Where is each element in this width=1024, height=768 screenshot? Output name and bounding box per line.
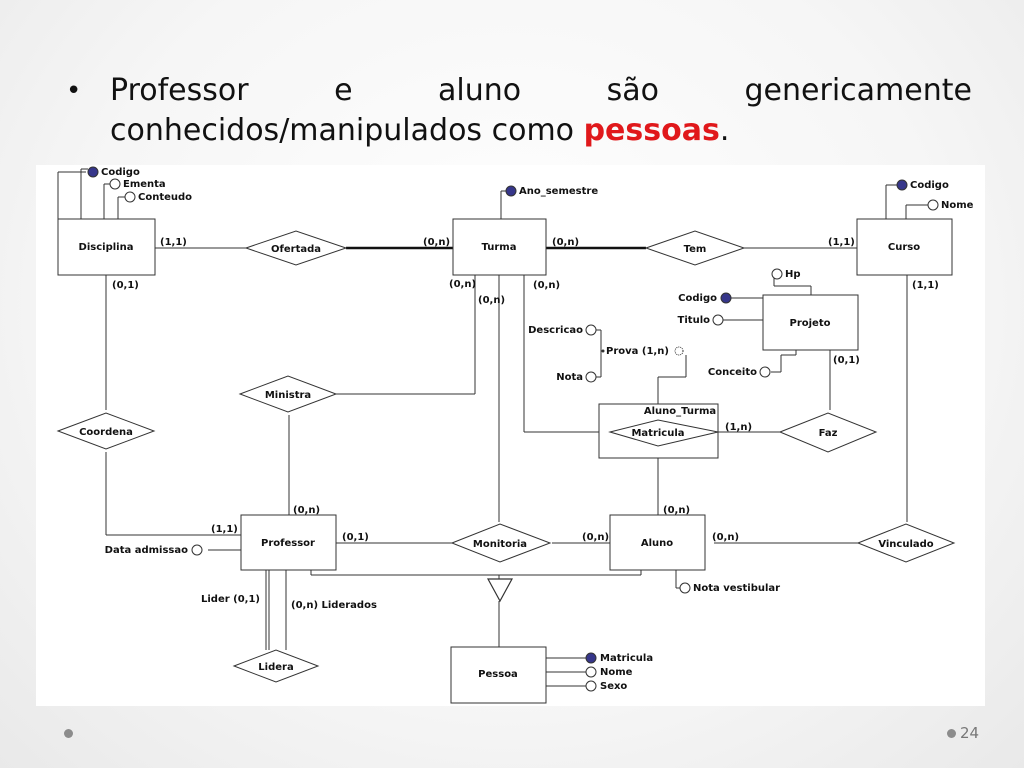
card-prof-coordena: (1,1) <box>211 524 238 535</box>
attr-disc-conteudo: Conteudo <box>138 192 192 203</box>
card-lider: Lider (0,1) <box>201 594 260 605</box>
attr-descricao: Descricao <box>528 325 583 336</box>
attr-nota: Nota <box>556 372 583 383</box>
card-turma-ofertada: (0,n) <box>423 237 450 248</box>
rel-vinculado: Vinculado <box>878 539 933 550</box>
highlight-pessoas: pessoas <box>583 113 720 148</box>
entity-pessoa: Pessoa <box>478 669 518 680</box>
attr-data-admissao: Data admissao <box>105 545 188 556</box>
attr-proj-codigo: Codigo <box>678 293 717 304</box>
attr-proj-conceito: Conceito <box>708 367 757 378</box>
rel-ofertada: Ofertada <box>271 244 321 255</box>
entity-aluno-turma: Aluno_Turma <box>644 406 716 417</box>
card-aluno-monitoria: (0,n) <box>582 532 609 543</box>
card-turma-tem: (0,n) <box>552 237 579 248</box>
entity-disciplina: Disciplina <box>79 242 134 253</box>
rel-coordena: Coordena <box>79 427 133 438</box>
rel-ministra: Ministra <box>265 390 311 401</box>
card-aluno-turma-faz: (1,n) <box>725 422 752 433</box>
rel-monitoria: Monitoria <box>473 539 527 550</box>
rel-lidera: Lidera <box>258 662 293 673</box>
card-disc-coordena: (0,1) <box>112 280 139 291</box>
entity-projeto: Projeto <box>790 318 831 329</box>
attr-turma-ano: Ano_semestre <box>519 186 598 197</box>
attr-disc-ementa: Ementa <box>123 179 166 190</box>
attr-disc-codigo: Codigo <box>101 167 140 178</box>
entity-aluno: Aluno <box>641 538 673 549</box>
attr-prova: Prova (1,n) <box>606 346 669 357</box>
attr-nota-vestibular: Nota vestibular <box>693 583 780 594</box>
line2-text: conhecidos/manipulados como <box>110 113 584 148</box>
page-number: 24 <box>960 724 980 742</box>
attr-curso-codigo: Codigo <box>910 180 949 191</box>
rel-matricula: Matricula <box>631 428 684 439</box>
rel-faz: Faz <box>819 428 838 439</box>
attr-pes-matricula: Matricula <box>600 653 653 664</box>
attr-pes-sexo: Sexo <box>600 681 627 692</box>
attr-curso-nome: Nome <box>941 200 974 211</box>
end-punct: . <box>719 113 730 148</box>
card-prof-monitoria: (0,1) <box>342 532 369 543</box>
er-diagram-svg: Disciplina Turma Curso Projeto Aluno_Tur… <box>56 166 974 704</box>
word-aluno: aluno <box>438 73 522 108</box>
card-curso-vinculado: (1,1) <box>912 280 939 291</box>
rel-tem: Tem <box>684 244 707 255</box>
card-disc-ofertada: (1,1) <box>160 237 187 248</box>
bullet-line-2: conhecidos/manipulados como pessoas. <box>110 112 729 150</box>
entity-curso: Curso <box>888 242 920 253</box>
card-prof-ministra: (0,n) <box>293 505 320 516</box>
word-professor: Professor <box>110 73 249 108</box>
card-projeto-faz: (0,1) <box>833 355 860 366</box>
card-turma-ministra: (0,n) <box>478 295 505 306</box>
er-diagram: Disciplina Turma Curso Projeto Aluno_Tur… <box>36 165 985 706</box>
footer-dot-left <box>64 729 73 738</box>
card-aluno-matricula: (0,n) <box>663 505 690 516</box>
entity-turma: Turma <box>482 242 517 253</box>
card-turma-left: (0,n) <box>449 279 476 290</box>
attr-proj-hp: Hp <box>785 269 801 280</box>
card-liderados: (0,n) Liderados <box>291 600 377 611</box>
card-aluno-vinculado: (0,n) <box>712 532 739 543</box>
card-turma-matricula: (0,n) <box>533 280 560 291</box>
footer-dot-right <box>947 729 956 738</box>
word-e: e <box>334 73 353 108</box>
word-genericamente: genericamente <box>744 73 972 108</box>
attr-pes-nome: Nome <box>600 667 633 678</box>
attr-proj-titulo: Titulo <box>678 315 711 326</box>
word-sao: são <box>606 73 660 108</box>
entity-professor: Professor <box>261 538 315 549</box>
card-curso-tem: (1,1) <box>828 237 855 248</box>
bullet-line-1: Professor e aluno são genericamente <box>110 72 972 110</box>
bullet-dot: • <box>66 76 82 106</box>
